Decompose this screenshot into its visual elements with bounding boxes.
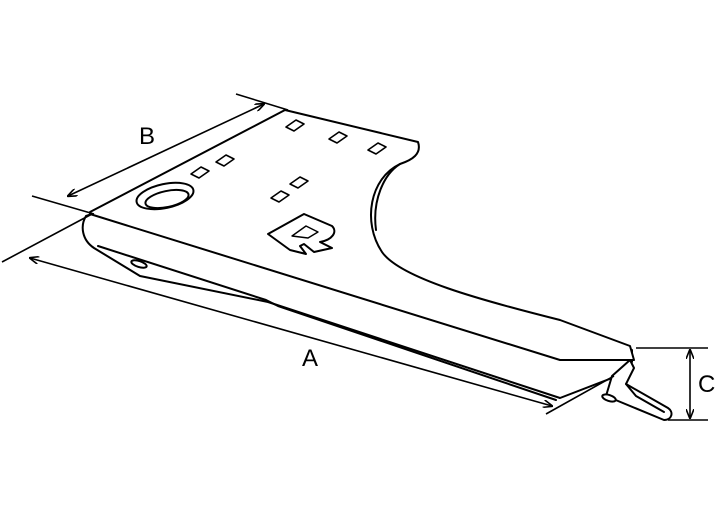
bracket-part — [81, 109, 673, 421]
dimension-label-a: A — [302, 345, 318, 372]
square-hole — [328, 131, 348, 144]
logo-cutout-inner — [291, 225, 319, 239]
dimension-c — [636, 347, 708, 421]
dimension-label-c: C — [698, 371, 715, 398]
bracket-tip — [605, 359, 673, 421]
dimension-label-b: B — [139, 123, 155, 150]
dimension-a — [1, 213, 615, 415]
extension-line-a-left — [1, 213, 93, 263]
square-hole — [289, 176, 309, 189]
dimension-line-a — [30, 258, 552, 406]
square-hole — [367, 142, 387, 155]
square-hole — [285, 119, 305, 132]
square-hole — [270, 190, 290, 203]
extension-line-b-top — [235, 93, 289, 111]
logo-cutout — [267, 213, 336, 255]
side-hole-right — [601, 393, 617, 403]
bracket-tip-edge — [625, 383, 665, 413]
extension-line-a-right — [545, 375, 615, 415]
extension-line-b-bottom — [31, 195, 95, 215]
bracket-curve-thickness — [374, 163, 401, 231]
dimension-b — [31, 93, 289, 215]
dimension-line-b — [68, 104, 264, 196]
